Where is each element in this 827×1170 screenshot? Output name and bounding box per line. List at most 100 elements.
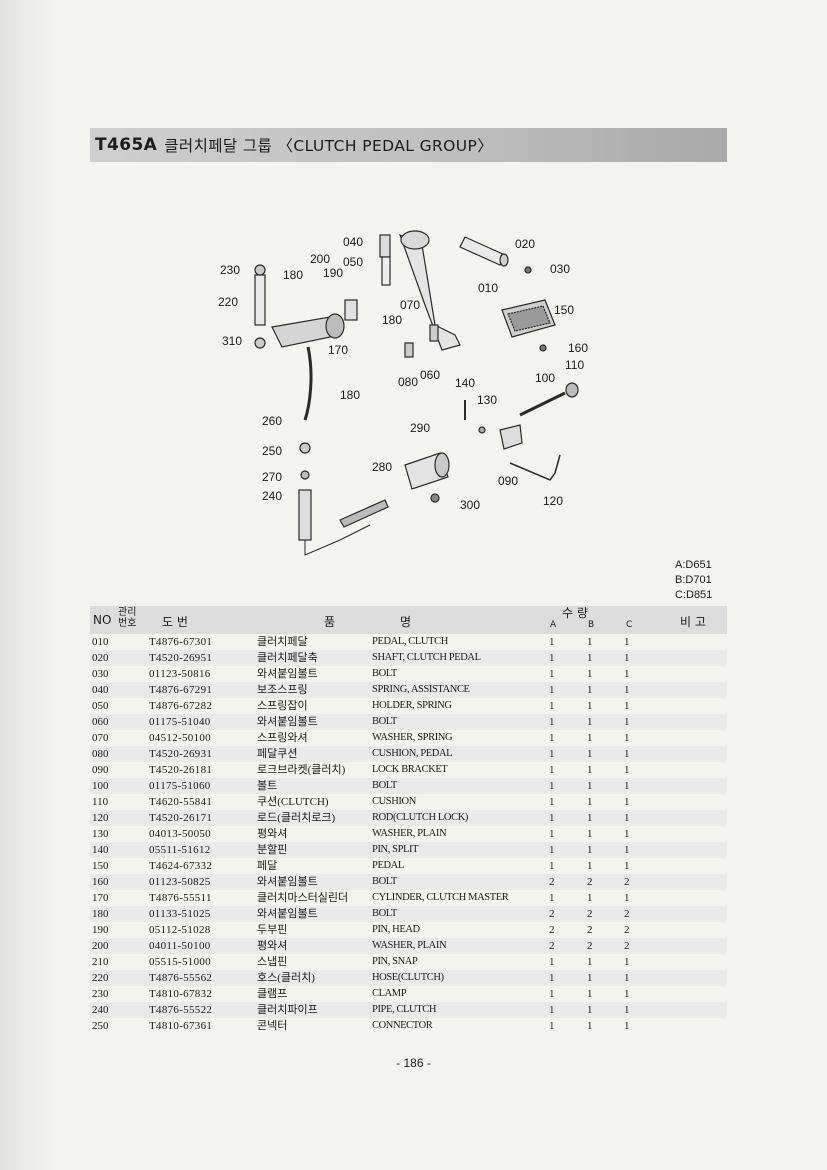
cell-part: T4876-67301 (149, 636, 213, 648)
callout-220: 220 (218, 295, 238, 309)
cell-c: 1 (624, 780, 630, 792)
group-title: 클러치페달 그룹 〈CLUTCH PEDAL GROUP〉 (164, 137, 494, 155)
cell-part: T4520-26951 (149, 652, 213, 664)
header-remarks: 비 고 (680, 615, 706, 629)
cell-no: 060 (92, 716, 109, 728)
cell-part: T4520-26931 (149, 748, 213, 760)
cell-kr: 콘넥터 (257, 1020, 288, 1032)
cell-part: 01123-50825 (149, 876, 211, 888)
cell-a: 1 (549, 796, 555, 808)
cell-c: 1 (624, 812, 630, 824)
cell-c: 1 (624, 844, 630, 856)
callout-160: 160 (568, 341, 588, 355)
cell-kr: 와셔붙임볼트 (257, 716, 318, 728)
callout-250: 250 (262, 444, 282, 458)
cell-en: BOLT (372, 908, 397, 919)
cell-part: T4810-67832 (149, 988, 213, 1000)
cell-en: HOLDER, SPRING (372, 700, 452, 711)
cell-part: 05112-51028 (149, 924, 211, 936)
cell-a: 2 (549, 940, 555, 952)
cell-b: 1 (587, 732, 593, 744)
cell-en: WASHER, PLAIN (372, 940, 447, 951)
cell-no: 040 (92, 684, 109, 696)
cell-en: SPRING, ASSISTANCE (372, 684, 470, 695)
cell-kr: 평와셔 (257, 828, 288, 840)
callout-180b: 180 (340, 388, 360, 402)
cell-b: 1 (587, 684, 593, 696)
cell-a: 2 (549, 908, 555, 920)
callout-130: 130 (477, 393, 497, 407)
cell-kr: 스프링와셔 (257, 732, 308, 744)
cell-part: T4876-67291 (149, 684, 213, 696)
cell-b: 1 (587, 812, 593, 824)
pedal-arm-shape (398, 233, 461, 351)
cell-no: 180 (92, 908, 109, 920)
cell-c: 1 (624, 764, 630, 776)
cell-a: 1 (549, 812, 555, 824)
cell-a: 2 (549, 924, 555, 936)
cell-no: 140 (92, 844, 109, 856)
cell-b: 1 (587, 748, 593, 760)
scan-edge-shadow (0, 0, 60, 1170)
cell-en: HOSE(CLUTCH) (372, 972, 444, 983)
callout-210: 200 (310, 252, 330, 266)
cell-no: 230 (92, 988, 109, 1000)
callout-200: 190 (323, 266, 343, 280)
cell-b: 1 (587, 1020, 593, 1032)
cell-c: 1 (624, 956, 630, 968)
cell-a: 1 (549, 780, 555, 792)
callout-080: 080 (398, 375, 418, 389)
cell-kr: 와셔붙임볼트 (257, 668, 318, 680)
callout-140: 140 (455, 376, 475, 390)
cell-kr: 두부핀 (257, 924, 288, 936)
exploded-parts-diagram: 040 020 200 050 230 180 190 030 010 220 … (210, 215, 610, 560)
cell-kr: 로드(클러치로크) (257, 812, 336, 824)
header-qty-a: A (550, 620, 557, 630)
cell-b: 1 (587, 892, 593, 904)
cell-en: ROD(CLUTCH LOCK) (372, 812, 468, 823)
cell-b: 1 (587, 796, 593, 808)
cell-part: 01133-51025 (149, 908, 211, 920)
cell-a: 1 (549, 956, 555, 968)
callout-050: 050 (343, 255, 363, 269)
cell-c: 1 (624, 796, 630, 808)
header-mgmt-line1: 관리 (118, 607, 137, 618)
callout-100: 100 (535, 371, 555, 385)
cell-b: 2 (587, 940, 593, 952)
header-qty: 수 량 (562, 606, 588, 620)
cell-c: 1 (624, 892, 630, 904)
cell-b: 1 (587, 636, 593, 648)
cell-c: 1 (624, 1020, 630, 1032)
cell-en: BOLT (372, 780, 397, 791)
cell-a: 1 (549, 732, 555, 744)
cell-a: 1 (549, 988, 555, 1000)
cell-b: 2 (587, 908, 593, 920)
cell-a: 1 (549, 652, 555, 664)
callout-110: 110 (565, 358, 584, 372)
cell-kr: 클러치마스터실린더 (257, 892, 349, 904)
cell-en: WASHER, SPRING (372, 732, 453, 743)
cell-no: 010 (92, 636, 109, 648)
header-qty-c: C (626, 620, 633, 630)
cell-part: T4520-26171 (149, 812, 213, 824)
cell-no: 070 (92, 732, 109, 744)
cell-a: 1 (549, 636, 555, 648)
callout-290: 290 (410, 421, 430, 435)
cell-no: 190 (92, 924, 109, 936)
diagram-svg: 040 020 200 050 230 180 190 030 010 220 … (218, 230, 588, 556)
cell-b: 1 (587, 828, 593, 840)
cell-no: 170 (92, 892, 109, 904)
cell-part: 01175-51060 (149, 780, 211, 792)
cell-b: 1 (587, 668, 593, 680)
cell-kr: 와셔붙임볼트 (257, 876, 318, 888)
cell-en: PIN, HEAD (372, 924, 420, 935)
cell-c: 1 (624, 652, 630, 664)
